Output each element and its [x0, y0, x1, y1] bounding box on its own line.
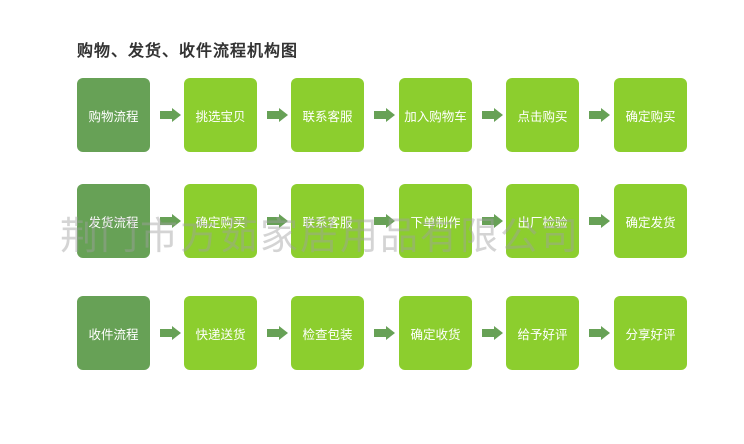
- company-watermark: 荆门市方茹家居用品有限公司: [60, 214, 581, 258]
- flow-head-box: 发货流程: [77, 184, 150, 258]
- flow-head-box: 购物流程: [77, 78, 150, 152]
- arrow-right-icon: [267, 214, 288, 228]
- flow-step-box: 加入购物车: [399, 78, 472, 152]
- arrow-right-icon: [267, 108, 288, 122]
- flow-step-box: 确定购买: [184, 184, 257, 258]
- arrow-right-icon: [374, 326, 395, 340]
- arrow-right-icon: [589, 108, 610, 122]
- flow-step-box: 挑选宝贝: [184, 78, 257, 152]
- arrow-right-icon: [589, 214, 610, 228]
- arrow-right-icon: [482, 326, 503, 340]
- arrow-right-icon: [267, 326, 288, 340]
- arrow-right-icon: [589, 326, 610, 340]
- flow-step-box: 确定购买: [614, 78, 687, 152]
- flow-step-box: 分享好评: [614, 296, 687, 370]
- flow-row-receiving: 收件流程 快递送货 检查包装 确定收货 给予好评 分享好评: [77, 296, 689, 370]
- flow-step-box: 出厂检验: [506, 184, 579, 258]
- flow-head-box: 收件流程: [77, 296, 150, 370]
- arrow-right-icon: [160, 214, 181, 228]
- flow-step-box: 给予好评: [506, 296, 579, 370]
- flow-row-shipping: 发货流程 确定购买 联系客服 下单制作 出厂检验 确定发货: [77, 184, 689, 258]
- page-title: 购物、发货、收件流程机构图: [77, 41, 299, 60]
- flow-step-box: 点击购买: [506, 78, 579, 152]
- flow-step-box: 下单制作: [399, 184, 472, 258]
- flow-step-box: 检查包装: [291, 296, 364, 370]
- arrow-right-icon: [160, 108, 181, 122]
- arrow-right-icon: [160, 326, 181, 340]
- flow-row-shopping: 购物流程 挑选宝贝 联系客服 加入购物车 点击购买 确定购买: [77, 78, 689, 152]
- arrow-right-icon: [482, 214, 503, 228]
- flow-step-box: 确定发货: [614, 184, 687, 258]
- flow-step-box: 联系客服: [291, 184, 364, 258]
- arrow-right-icon: [482, 108, 503, 122]
- flow-step-box: 联系客服: [291, 78, 364, 152]
- flow-step-box: 确定收货: [399, 296, 472, 370]
- flow-step-box: 快递送货: [184, 296, 257, 370]
- arrow-right-icon: [374, 214, 395, 228]
- arrow-right-icon: [374, 108, 395, 122]
